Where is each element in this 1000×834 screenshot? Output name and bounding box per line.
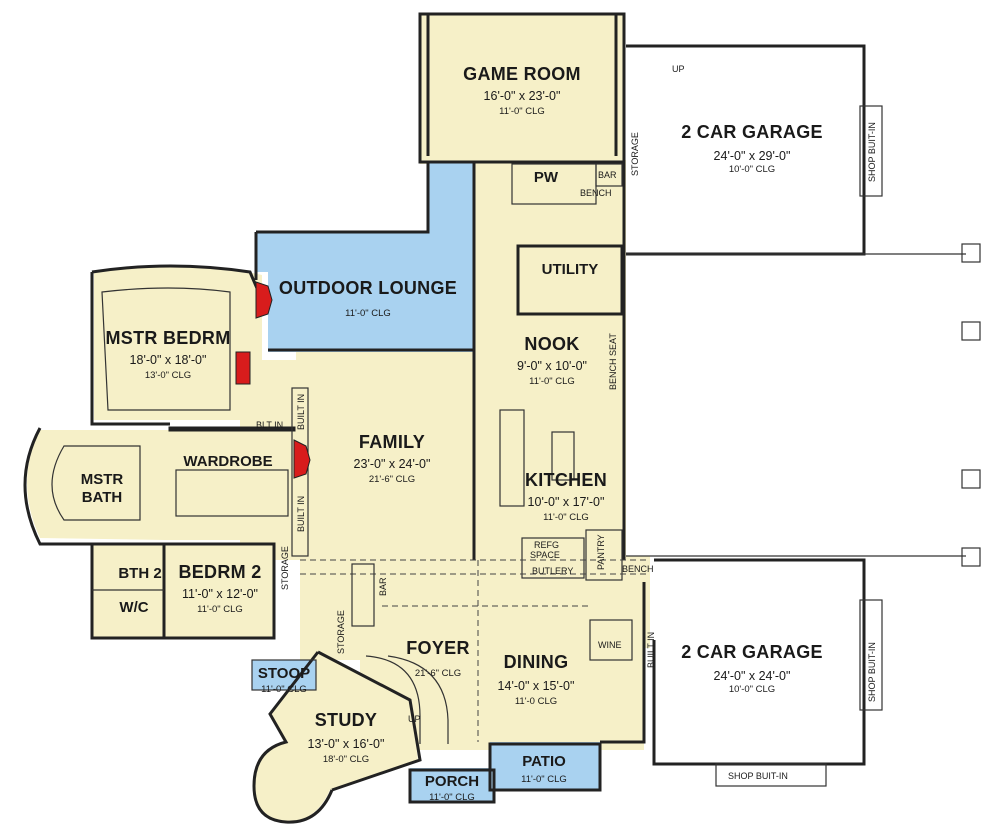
room-clg-dining: 11'-0 CLG: [515, 696, 557, 707]
tag-built-in-1: BUILT IN: [296, 394, 306, 430]
porch-floor: [410, 768, 494, 802]
room-dim-game-room: 16'-0" x 23'-0": [484, 89, 561, 103]
tag-storage-top: STORAGE: [630, 132, 640, 176]
room-clg-porch: 11'-0" CLG: [429, 792, 475, 803]
room-label-foyer: FOYER: [406, 638, 470, 658]
tag-built-in-dining: BUILT IN: [646, 632, 656, 668]
tag-bar-top: BAR: [598, 170, 617, 180]
tag-built-in-2: BUILT IN: [296, 496, 306, 532]
room-clg-mstr-bedrm: 13'-0" CLG: [145, 370, 191, 381]
tag-up-stair: UP: [408, 714, 421, 724]
master-bedroom-floor: [94, 267, 262, 420]
room-dim-family: 23'-0" x 24'-0": [354, 457, 431, 471]
room-clg-patio: 11'-0" CLG: [521, 774, 567, 785]
room-clg-study: 18'-0" CLG: [323, 754, 369, 765]
room-clg-nook: 11'-0" CLG: [529, 376, 575, 387]
room-label-bedrm2: BEDRM 2: [178, 562, 261, 582]
room-label-mstr-bath-1: MSTR: [81, 471, 124, 488]
room-label-patio: PATIO: [522, 753, 566, 770]
game-room-floor: [420, 14, 624, 164]
hall-left-floor: [240, 360, 300, 560]
tag-storage-stair: STORAGE: [336, 610, 346, 654]
room-clg-foyer: 21'-6" CLG: [415, 668, 461, 679]
room-label-mstr-bedrm: MSTR BEDRM: [106, 328, 231, 348]
room-dim-nook: 9'-0" x 10'-0": [517, 359, 587, 373]
room-dim-garage-top: 24'-0" x 29'-0": [714, 149, 791, 163]
tag-bar-mid: BAR: [378, 577, 388, 596]
fireplace-icon: [293, 439, 311, 479]
room-clg-outdoor-lounge: 11'-0" CLG: [345, 308, 391, 319]
room-label-mstr-bath-2: BATH: [82, 489, 123, 506]
walls: [23, 12, 981, 824]
tag-bench-top: BENCH: [580, 188, 612, 198]
tag-storage-left: STORAGE: [280, 546, 290, 590]
room-label-family: FAMILY: [359, 432, 425, 452]
room-clg-family: 21'-6" CLG: [369, 474, 415, 485]
patio-floor: [490, 742, 600, 790]
room-dim-garage-bottom: 24'-0" x 24'-0": [714, 669, 791, 683]
room-label-kitchen: KITCHEN: [525, 470, 607, 490]
room-label-dining: DINING: [504, 652, 569, 672]
room-label-garage-top: 2 CAR GARAGE: [681, 122, 823, 142]
room-label-study: STUDY: [315, 710, 378, 730]
room-label-stoop: STOOP: [258, 665, 310, 682]
study-hall-floor: [300, 600, 364, 660]
room-label-bth2: BTH 2: [118, 565, 161, 582]
room-label-wardrobe: WARDROBE: [183, 453, 272, 470]
outdoor-lounge-floor: [256, 162, 474, 352]
bedroom-2-floor: [92, 545, 274, 637]
fireplace-icon: [255, 281, 273, 319]
tag-blt-in: BLT IN: [256, 420, 283, 430]
outdoor-fills: [252, 162, 600, 802]
room-label-utility: UTILITY: [542, 261, 599, 278]
tag-shop-built-in-garage: SHOP BUIT-IN: [728, 771, 788, 781]
room-label-wc: W/C: [119, 599, 148, 616]
room-dim-dining: 14'-0" x 15'-0": [498, 679, 575, 693]
tag-butlery: BUTLERY: [532, 566, 573, 576]
room-clg-garage-top: 10'-0" CLG: [729, 164, 775, 175]
room-label-pw: PW: [534, 169, 559, 186]
room-clg-garage-bottom: 10'-0" CLG: [729, 684, 775, 695]
tag-shop-built-in-top: SHOP BUIT-IN: [867, 122, 877, 182]
room-label-nook: NOOK: [524, 334, 579, 354]
master-bath-floor: [27, 430, 165, 540]
fireplace-icon: [235, 351, 251, 385]
room-dim-bedrm2: 11'-0" x 12'-0": [182, 587, 258, 601]
room-labels: GAME ROOM 16'-0" x 23'-0" 11'-0" CLG 2 C…: [81, 64, 823, 803]
tag-shop-built-in-bottom: SHOP BUIT-IN: [867, 642, 877, 702]
tag-refg-2: SPACE: [530, 550, 560, 560]
family-floor: [296, 350, 476, 558]
center-floor: [470, 160, 626, 592]
room-dim-study: 13'-0" x 16'-0": [308, 737, 385, 751]
room-label-garage-bottom: 2 CAR GARAGE: [681, 642, 823, 662]
room-dim-mstr-bedrm: 18'-0" x 18'-0": [130, 353, 207, 367]
room-label-outdoor-lounge: OUTDOOR LOUNGE: [279, 278, 457, 298]
room-label-porch: PORCH: [425, 773, 479, 790]
tag-wine: WINE: [598, 640, 622, 650]
tag-pantry: PANTRY: [596, 534, 606, 570]
room-label-game-room: GAME ROOM: [463, 64, 581, 84]
fixture-tags: UP STORAGE BAR BENCH SHOP BUIT-IN BENCH …: [256, 64, 877, 781]
room-dim-kitchen: 10'-0" x 17'-0": [528, 495, 605, 509]
room-clg-bedrm2: 11'-0" CLG: [197, 604, 243, 615]
tag-up-top: UP: [672, 64, 685, 74]
fireplaces: [235, 281, 311, 479]
stoop-floor: [252, 660, 316, 690]
tag-bench-seat: BENCH SEAT: [608, 333, 618, 390]
tag-bench-bottom: BENCH: [622, 564, 654, 574]
room-clg-stoop: 11'-0" CLG: [261, 684, 307, 695]
room-clg-kitchen: 11'-0" CLG: [543, 512, 589, 523]
room-clg-game-room: 11'-0" CLG: [499, 106, 545, 117]
tag-refg-1: REFG: [534, 540, 559, 550]
study-floor: [254, 652, 418, 822]
interior-fills: [27, 14, 650, 822]
